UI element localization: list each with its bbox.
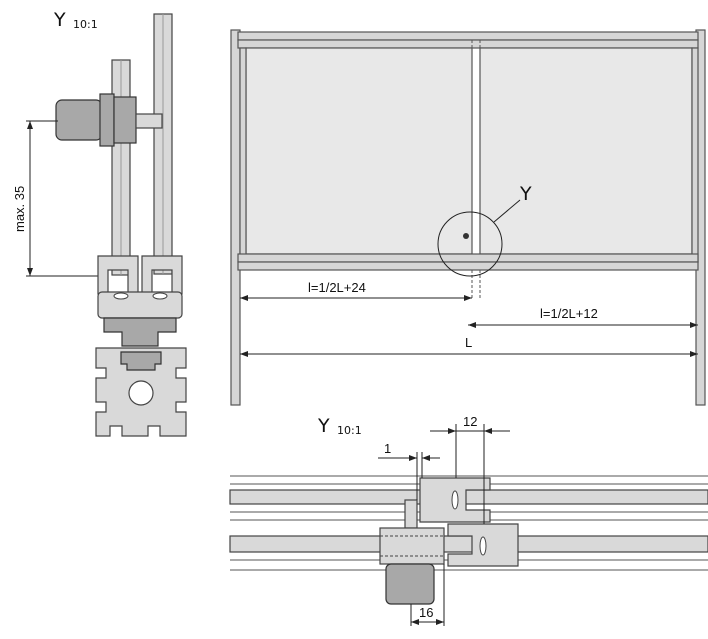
bottom-rail [237, 253, 699, 263]
arrow-head [448, 428, 456, 434]
detail-letter-top-left: Y [53, 9, 66, 31]
top-rail [237, 31, 699, 41]
lock-collar [379, 527, 445, 565]
arrow-head [468, 322, 476, 328]
detail-scale-top-left: 10:1 [73, 18, 98, 31]
arrow-head [411, 619, 419, 625]
right-sliding-panel [479, 47, 693, 255]
guide-profile-right [141, 255, 183, 295]
arrow-head [484, 428, 492, 434]
gap-dimension: 1 [384, 441, 391, 456]
arrow-head [27, 121, 33, 129]
arrow-head [464, 295, 472, 301]
detail-callout-circle [437, 211, 503, 277]
lock-collar [113, 96, 137, 144]
profile-hole [152, 292, 168, 300]
arrow-head [422, 455, 430, 461]
lock-bolt [135, 113, 163, 129]
glass-edge-lower [229, 535, 708, 553]
slot-nut [120, 351, 162, 371]
top-rail-inner [237, 39, 699, 49]
lock-bolt [404, 499, 418, 529]
cylinder-dimension: 16 [419, 605, 433, 620]
detail-scale-bottom: 10:1 [337, 424, 362, 437]
callout-leader [493, 199, 521, 223]
bottom-rail-inner [237, 261, 699, 271]
offset-dimension: 12 [463, 414, 477, 429]
max-dimension-label: max. 35 [12, 186, 27, 232]
lock-point [463, 233, 469, 239]
profile-hole [479, 536, 487, 556]
detail-bottom: 1 12 16 Y 10:1 [229, 414, 708, 626]
extrusion-core-hole [128, 380, 154, 406]
panel-frame-right [691, 47, 699, 263]
detail-letter-bottom: Y [317, 415, 330, 437]
connector-block [103, 317, 177, 347]
callout-label: Y [519, 183, 532, 205]
glass-edge-upper [229, 489, 708, 505]
cabinet-overview: Y l=1/2L+24 l=1/2L+12 L [230, 29, 706, 406]
left-half-dimension: l=1/2L+24 [308, 280, 366, 295]
guide-profile-base [97, 291, 183, 319]
lock-cylinder-body [55, 99, 103, 141]
arrow-head [240, 351, 248, 357]
arrow-head [27, 268, 33, 276]
panel-frame-left [239, 47, 247, 263]
profile-hole [113, 292, 129, 300]
lock-cylinder-body [385, 563, 435, 605]
arrow-head [436, 619, 444, 625]
left-upright [230, 29, 241, 406]
profile-hole [451, 490, 459, 510]
total-dimension: L [465, 335, 472, 350]
arrow-head [240, 295, 248, 301]
arrow-head [409, 455, 417, 461]
left-sliding-panel [245, 47, 473, 255]
right-half-dimension: l=1/2L+12 [540, 306, 598, 321]
detail-top-left: max. 35 Y 10:1 [12, 9, 187, 437]
lock-flange [99, 93, 115, 147]
arrow-head [690, 351, 698, 357]
arrow-head [690, 322, 698, 328]
